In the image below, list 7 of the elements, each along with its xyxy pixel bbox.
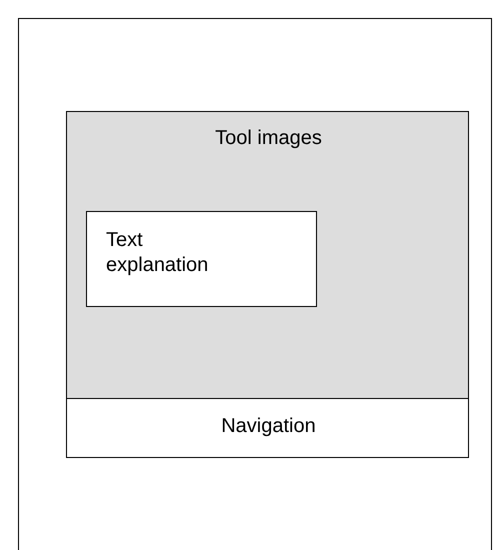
label: Navigation (220, 414, 317, 439)
page-frame (18, 18, 492, 550)
label: Text explanation (106, 228, 210, 278)
image-area (66, 111, 469, 399)
label: Tool images (214, 126, 323, 151)
text-box (86, 211, 317, 307)
navigation-bar (66, 398, 469, 458)
